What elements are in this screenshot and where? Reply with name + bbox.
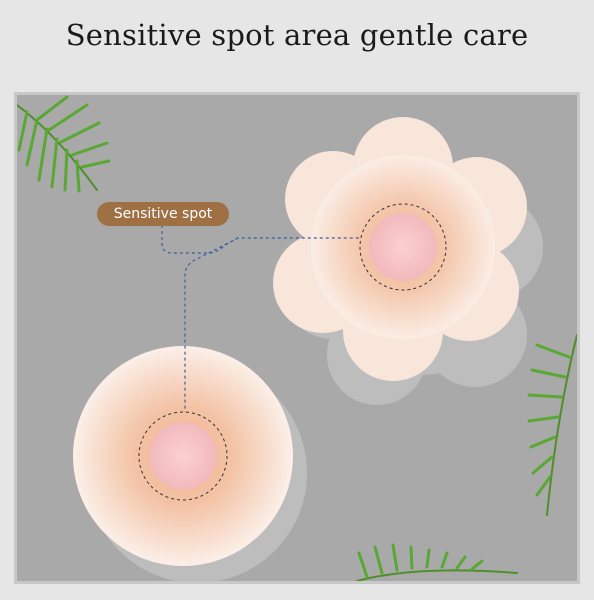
page-title: Sensitive spot area gentle care xyxy=(65,18,529,52)
sensitive-spot-badge: Sensitive spot xyxy=(97,202,229,226)
round-sensitive-spot xyxy=(149,422,217,490)
product-panel: Sensitive spot xyxy=(14,92,580,584)
palm-leaf-right xyxy=(527,334,577,516)
flower-cover xyxy=(273,117,527,381)
flower-sensitive-spot xyxy=(369,213,437,281)
palm-leaf-bottom xyxy=(356,543,518,581)
product-illustration xyxy=(17,95,577,581)
flower-spot-outline xyxy=(359,203,447,291)
callout-connector xyxy=(161,225,360,412)
palm-leaf-top-left xyxy=(17,95,111,193)
round-cover xyxy=(73,346,293,566)
round-spot-outline xyxy=(138,411,228,501)
